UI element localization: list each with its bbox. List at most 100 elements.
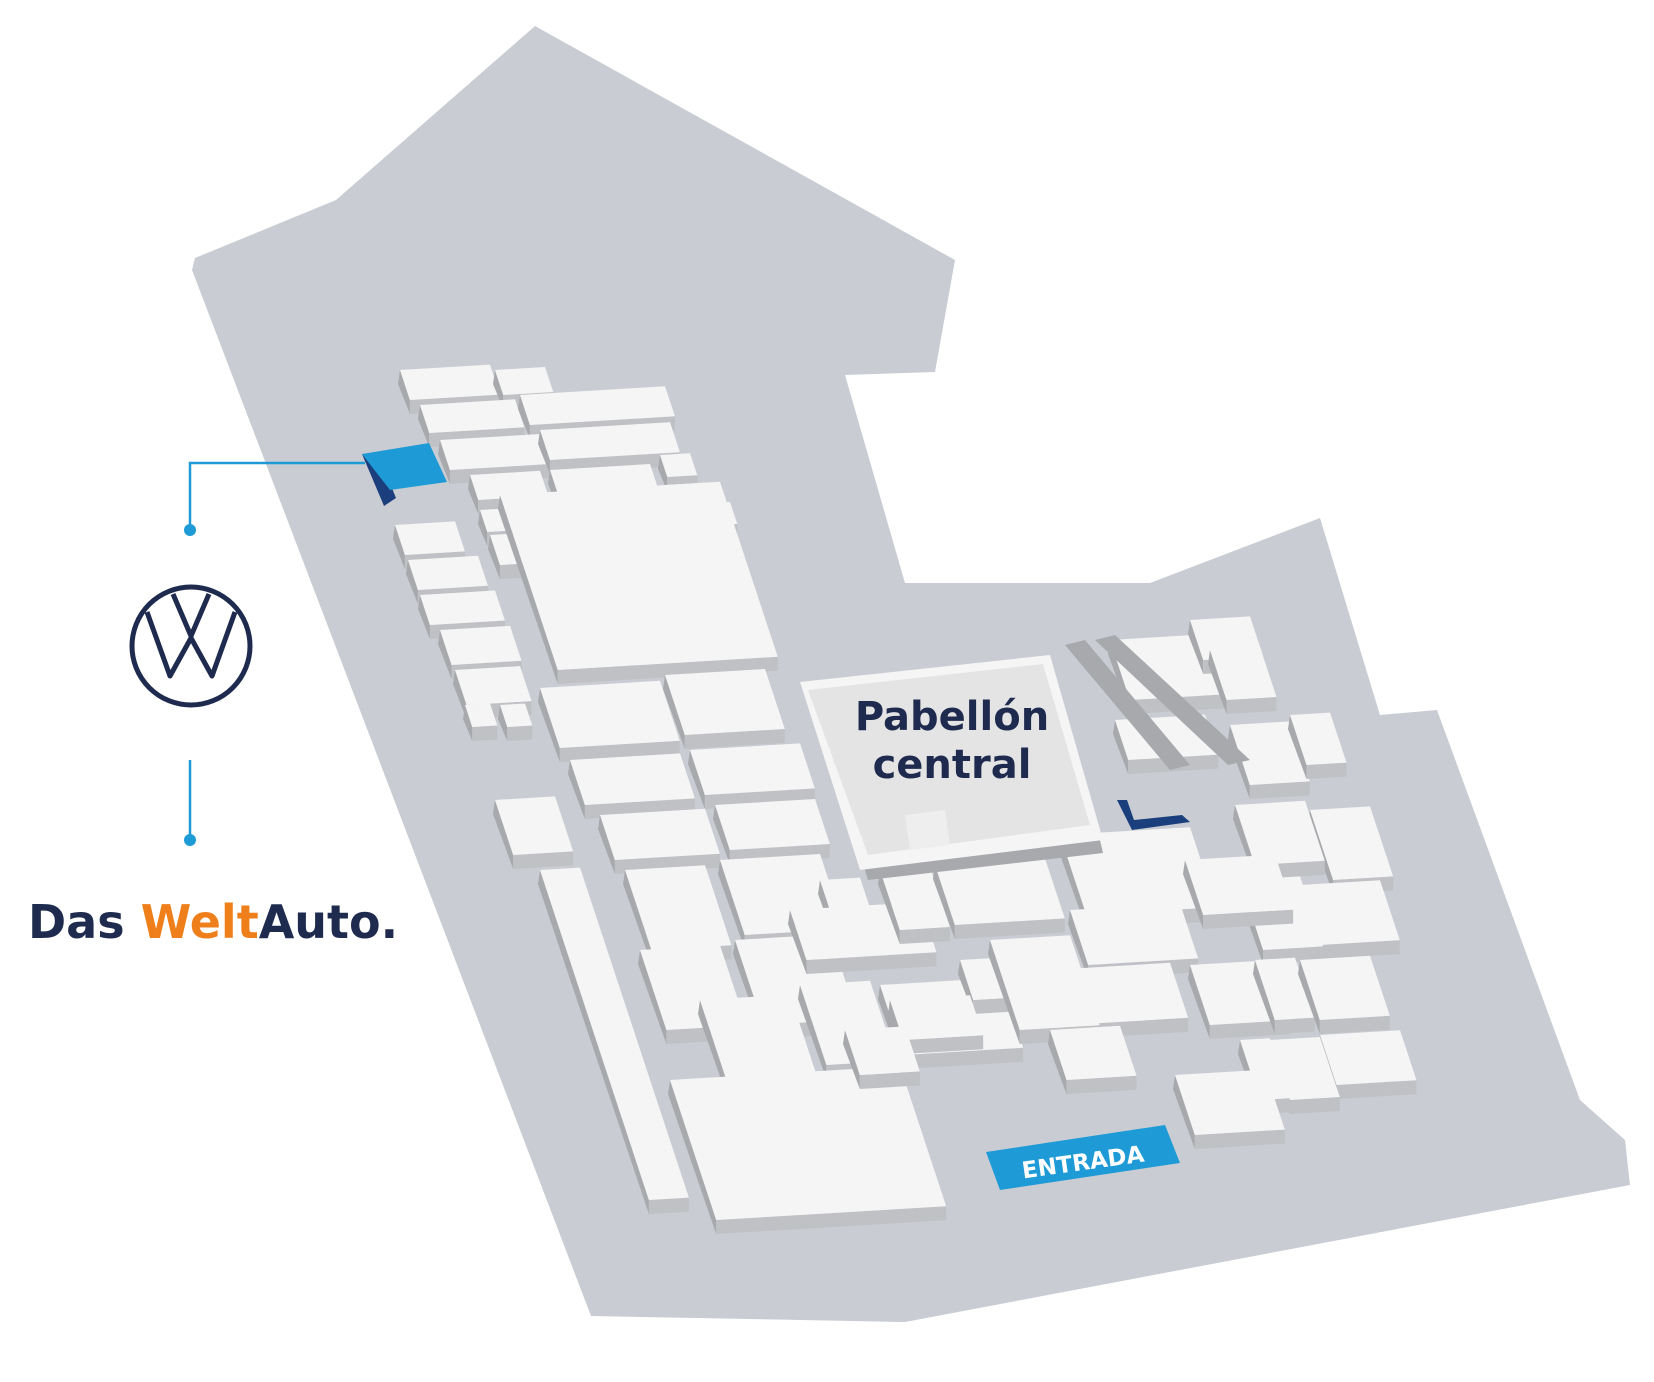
building-block-side — [933, 865, 955, 939]
building-block-side — [468, 475, 479, 514]
building-block-top — [420, 590, 505, 625]
building-block — [438, 625, 522, 679]
building-block-front — [648, 1197, 689, 1214]
building-block-side — [843, 1030, 860, 1089]
building-block-top — [690, 743, 815, 795]
building-block-front — [1066, 1075, 1137, 1094]
building-block-front — [899, 927, 950, 944]
building-block-front — [1319, 1015, 1390, 1034]
building-block — [1048, 1025, 1137, 1094]
building-block-front — [1209, 1020, 1290, 1039]
diagonal-walkway — [1065, 640, 1190, 770]
diagonal-walkway — [1095, 635, 1250, 765]
building-block-side — [498, 705, 508, 741]
building-block — [713, 799, 830, 864]
building-block-side — [488, 535, 500, 579]
building-block — [1298, 955, 1390, 1034]
building-block-side — [798, 985, 827, 1079]
building-block-top — [495, 367, 554, 395]
connector — [184, 461, 365, 846]
building-block-top — [500, 481, 778, 670]
building-block-side — [713, 805, 730, 864]
das-welt-auto-part3: Auto. — [259, 895, 398, 949]
building-block-top — [570, 753, 695, 805]
building-block-top — [935, 858, 1065, 925]
building-block-side — [1068, 910, 1089, 979]
building-block-side — [658, 455, 668, 491]
pavilion-central[interactable]: Pabellón central — [800, 655, 1103, 880]
building-block-front — [903, 1047, 1024, 1069]
building-block-side — [538, 870, 649, 1214]
building-block-side — [493, 370, 504, 409]
connector-dot-top — [184, 524, 196, 536]
building-block-front — [859, 1071, 920, 1089]
building-block-side — [988, 940, 1020, 1044]
building-block-top — [408, 555, 488, 590]
building-block-side — [1208, 650, 1227, 714]
highlighted-stand[interactable] — [362, 443, 447, 506]
building-block-top — [600, 808, 720, 860]
building-block-side — [1173, 1075, 1195, 1149]
building-block-front — [1289, 1097, 1340, 1114]
building-block-top — [440, 625, 522, 665]
building-block-front — [1274, 1017, 1315, 1034]
building-block-side — [398, 370, 410, 414]
building-block-side — [518, 395, 530, 439]
building-block-side — [538, 688, 560, 762]
building-block-top — [1290, 712, 1347, 765]
building-block — [498, 481, 778, 684]
building-block-side — [663, 675, 685, 749]
building-block-front — [559, 740, 680, 762]
connector-dot-bottom — [184, 834, 196, 846]
building-block — [878, 867, 950, 944]
building-block-side — [718, 860, 745, 949]
building-block-side — [453, 670, 467, 719]
building-block-front — [684, 729, 785, 749]
building-block-top — [540, 867, 689, 1200]
building-block-side — [788, 910, 807, 974]
highlighted-stand-top — [362, 443, 447, 490]
building-block-top — [1270, 1037, 1340, 1100]
building-block-top — [540, 422, 680, 460]
building-block — [1173, 1069, 1285, 1149]
building-block-front — [716, 1206, 947, 1234]
building-block-front — [903, 1035, 984, 1054]
building-block — [843, 1026, 920, 1089]
building-block-top — [670, 1066, 947, 1220]
building-block — [688, 743, 815, 809]
building-block-side — [1113, 720, 1129, 774]
building-block-side — [393, 525, 405, 569]
building-block — [1253, 957, 1315, 1034]
building-block-side — [498, 495, 558, 684]
building-block-front — [806, 952, 937, 974]
building-block-front — [472, 725, 498, 741]
building-block-side — [638, 950, 667, 1044]
building-block-side — [878, 870, 900, 944]
building-block-top — [1230, 721, 1310, 785]
building-block-top — [700, 994, 820, 1090]
building-block-front — [1336, 1080, 1417, 1099]
building-block — [1208, 647, 1277, 714]
building-block-side — [438, 440, 450, 484]
building-block-top — [495, 796, 574, 855]
building-block-side — [463, 705, 473, 741]
pavilion-inner-floor — [808, 664, 1090, 855]
entrance-badge-bg — [986, 1125, 1180, 1190]
building-block-top — [660, 453, 698, 477]
building-block-side — [688, 750, 705, 809]
building-block — [668, 1066, 947, 1234]
building-block-side — [568, 760, 585, 819]
building-block — [463, 703, 498, 741]
building-block-top — [890, 995, 984, 1040]
building-block-top — [625, 865, 732, 950]
building-block-front — [557, 656, 778, 684]
building-block-top — [540, 680, 680, 748]
vw-logo-icon — [129, 584, 253, 708]
stand-marker-dark[interactable] — [1117, 800, 1190, 830]
building-block-side — [478, 510, 488, 546]
building-block-side — [1253, 960, 1275, 1034]
building-block-top — [1310, 806, 1394, 880]
das-welt-auto-logo: Das WeltAuto. — [28, 895, 398, 949]
building-block-front — [507, 725, 533, 741]
connector-line-top — [188, 461, 365, 530]
